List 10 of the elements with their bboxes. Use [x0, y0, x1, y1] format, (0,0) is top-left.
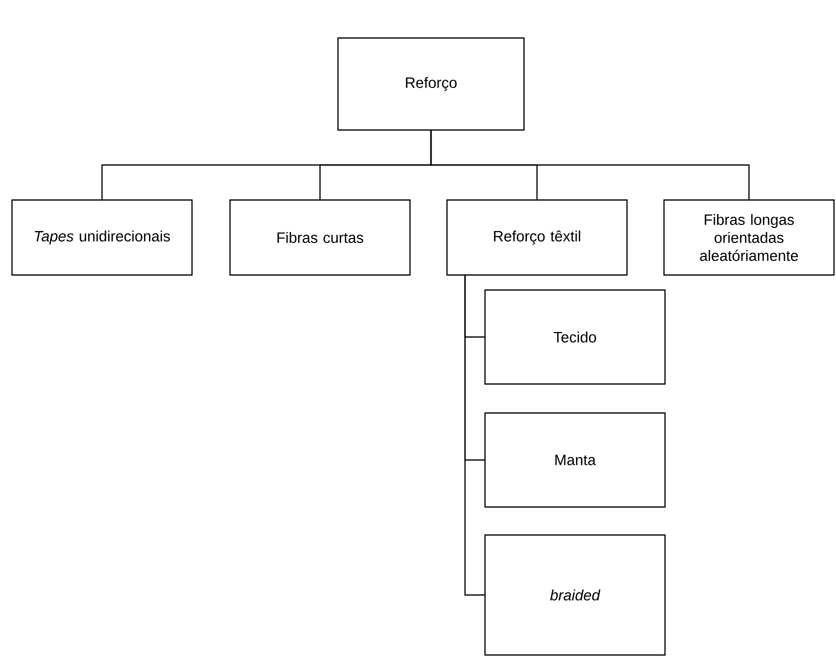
connector-line: [430, 130, 750, 200]
box-node: Tapes unidirecionais: [11, 199, 193, 276]
box-node: Manta: [484, 412, 666, 508]
box-node: Reforço: [337, 37, 525, 131]
box-node: Fibras longas orientadas aleatóriamente: [663, 199, 835, 276]
box-node: Fibras curtas: [229, 199, 411, 276]
connector-line: [464, 276, 484, 596]
box-node: Reforço têxtil: [446, 199, 628, 276]
box-node: braided: [484, 534, 666, 656]
box-node: Tecido: [484, 289, 666, 385]
